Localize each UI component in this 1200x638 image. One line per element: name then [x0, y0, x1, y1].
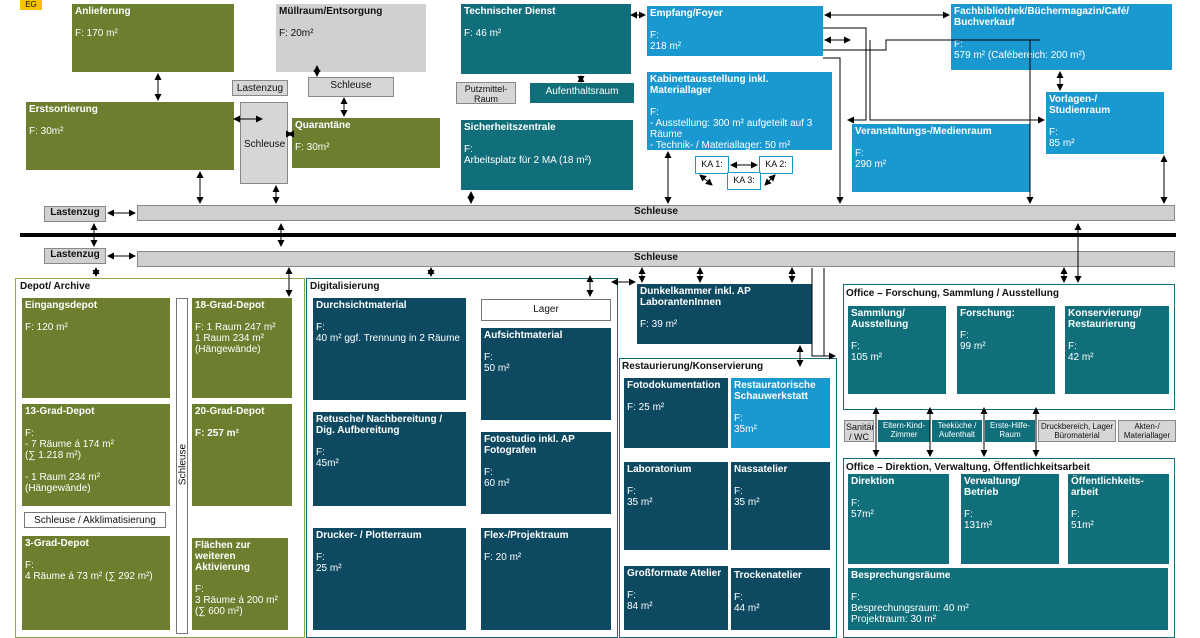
frame-restaurierung-title: Restaurierung/Konservierung [622, 361, 764, 372]
arrow-ka2-ka3 [764, 174, 776, 186]
frame-depot-title: Depot/ Archive [20, 281, 91, 292]
floor-badge: EG [20, 0, 42, 10]
room-eltern-kind: Eltern-Kind-Zimmer [878, 420, 930, 442]
schleuse-akklimatisierung: Schleuse / Akklimatisierung [24, 512, 166, 528]
room-druckbereich: Druckbereich, Lager Büromaterial [1038, 420, 1116, 442]
schleuse-top: Schleuse [308, 77, 394, 97]
connector-paths [811, 27, 1045, 360]
room-lager: Lager [481, 299, 611, 321]
room-fachbibliothek: Fachbibliothek/Büchermagazin/Café/ Buchv… [951, 4, 1172, 70]
room-ka3: KA 3: [727, 172, 761, 190]
room-akten: Akten-/ Materiallager [1118, 420, 1176, 442]
room-retusche: Retusche/ Nachbereitung / Dig. Aufbereit… [313, 412, 466, 506]
frame-office-forschung-title: Office – Forschung, Sammlung / Ausstellu… [846, 288, 1059, 299]
schleuse-corridor-2: Schleuse [137, 251, 1175, 267]
lastenzug-2: Lastenzug [44, 248, 106, 264]
frame-office-forschung [843, 284, 1175, 410]
lastenzug-top: Lastenzug [232, 80, 288, 96]
schleuse-mid: Schleuse [240, 102, 288, 184]
schleuse-corridor-1: Schleuse [137, 205, 1175, 221]
arrow-ka1-ka3 [699, 174, 713, 186]
frame-office-direktion-title: Office – Direktion, Verwaltung, Öffentli… [846, 462, 1090, 473]
floor-divider-line [20, 233, 1176, 237]
room-teekueche: Teeküche / Aufenthalt [932, 420, 982, 442]
room-ka2: KA 2: [759, 156, 793, 174]
room-aufenthaltsraum: Aufenthaltsraum [530, 83, 634, 103]
lastenzug-1: Lastenzug [44, 206, 106, 222]
room-forschung: Forschung:F: 99 m² [957, 306, 1055, 394]
room-ka1: KA 1: [695, 156, 729, 174]
room-putzmittel: Putzmittel- Raum [456, 82, 516, 104]
room-erste-hilfe: Erste-Hilfe-Raum [985, 420, 1035, 442]
frame-digitalisierung-title: Digitalisierung [310, 281, 380, 292]
